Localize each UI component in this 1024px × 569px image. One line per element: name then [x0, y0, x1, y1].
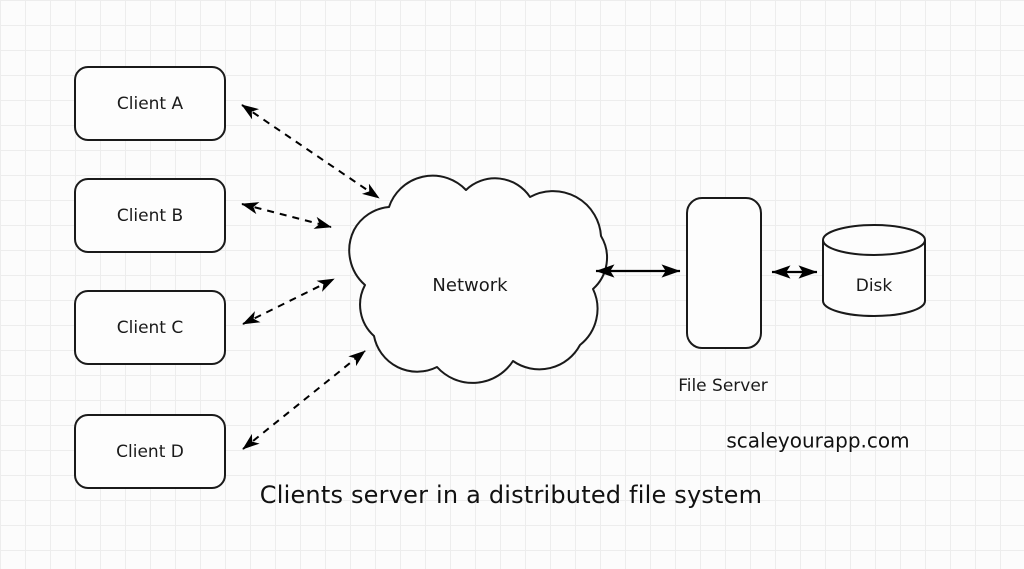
client-c-node[interactable]: Client C — [74, 290, 226, 365]
network-label: Network — [432, 275, 508, 296]
disk-node[interactable]: Disk — [822, 224, 926, 317]
watermark-label: scaleyourapp.com — [726, 429, 909, 453]
diagram-caption: Clients server in a distributed file sys… — [260, 481, 762, 509]
network-node[interactable]: Network — [348, 174, 608, 384]
client-a-node[interactable]: Client A — [74, 66, 226, 141]
file-server-label: File Server — [678, 376, 768, 396]
arrow-client-a-network — [241, 104, 380, 199]
file-server-box[interactable] — [686, 197, 762, 349]
client-c-box[interactable] — [74, 290, 226, 365]
disk-cylinder-body[interactable] — [822, 240, 926, 317]
client-a-box[interactable] — [74, 66, 226, 141]
client-b-node[interactable]: Client B — [74, 178, 226, 253]
arrow-client-d-network — [242, 350, 366, 450]
client-d-box[interactable] — [74, 414, 226, 489]
client-d-node[interactable]: Client D — [74, 414, 226, 489]
client-d-label: Client D — [116, 442, 184, 462]
client-b-box[interactable] — [74, 178, 226, 253]
arrow-client-b-network — [241, 202, 332, 229]
client-c-label: Client C — [117, 318, 184, 338]
file-server-node[interactable]: File Server — [678, 197, 768, 396]
disk-label: Disk — [856, 276, 893, 296]
client-b-label: Client B — [117, 206, 183, 226]
arrow-client-c-network — [242, 278, 335, 325]
client-a-label: Client A — [117, 94, 184, 114]
disk-cylinder-top[interactable] — [822, 224, 926, 256]
network-cloud-shape[interactable] — [348, 174, 608, 384]
